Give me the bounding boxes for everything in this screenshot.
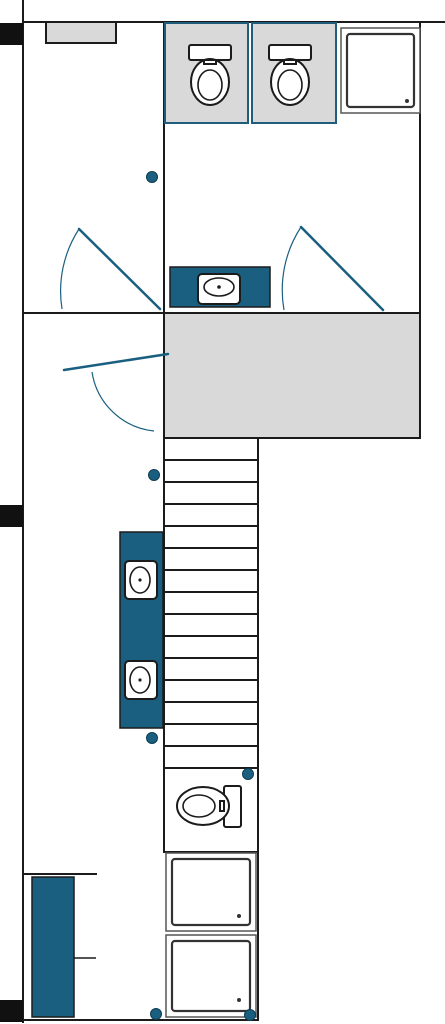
fixture-dot-icon	[150, 1008, 162, 1020]
toilet-icon	[176, 785, 242, 828]
shower-tray-top	[340, 27, 421, 114]
toilet-icon	[268, 44, 312, 106]
pillar-icon	[0, 23, 23, 45]
corridor-sink-counter	[119, 531, 164, 729]
wall-cabinet	[45, 21, 117, 44]
fixture-dot-icon	[146, 732, 158, 744]
bench	[31, 876, 75, 1018]
fixture-dot-icon	[146, 171, 158, 183]
door-upper-left	[59, 227, 162, 311]
toilet-icon	[188, 44, 232, 106]
stair-landing	[163, 312, 421, 439]
lower-toilet-room	[163, 767, 259, 853]
fixture-dot-icon	[244, 1009, 256, 1021]
shower-tray-lower-2	[165, 934, 257, 1018]
door-swing-icon	[77, 227, 162, 311]
staircase	[163, 437, 258, 769]
toilet-cubicle-2	[251, 22, 337, 124]
toilet-cubicle-1	[164, 22, 249, 124]
sink-icon	[197, 273, 241, 305]
fixture-dot-icon	[242, 768, 254, 780]
pillar-icon	[0, 1000, 23, 1022]
sink-icon	[124, 560, 158, 600]
shower-tray-lower-1	[165, 852, 257, 932]
door-swing-icon	[62, 352, 170, 372]
pillar-icon	[0, 505, 23, 527]
fixture-dot-icon	[148, 469, 160, 481]
door-corridor	[62, 352, 170, 432]
door-upper-right	[281, 225, 385, 312]
sink-icon	[124, 660, 158, 700]
upper-sink-counter	[169, 266, 271, 308]
door-swing-icon	[299, 225, 385, 312]
fixture-points	[146, 171, 256, 1021]
pillars	[0, 23, 23, 1022]
cubicle-floor	[164, 22, 249, 124]
